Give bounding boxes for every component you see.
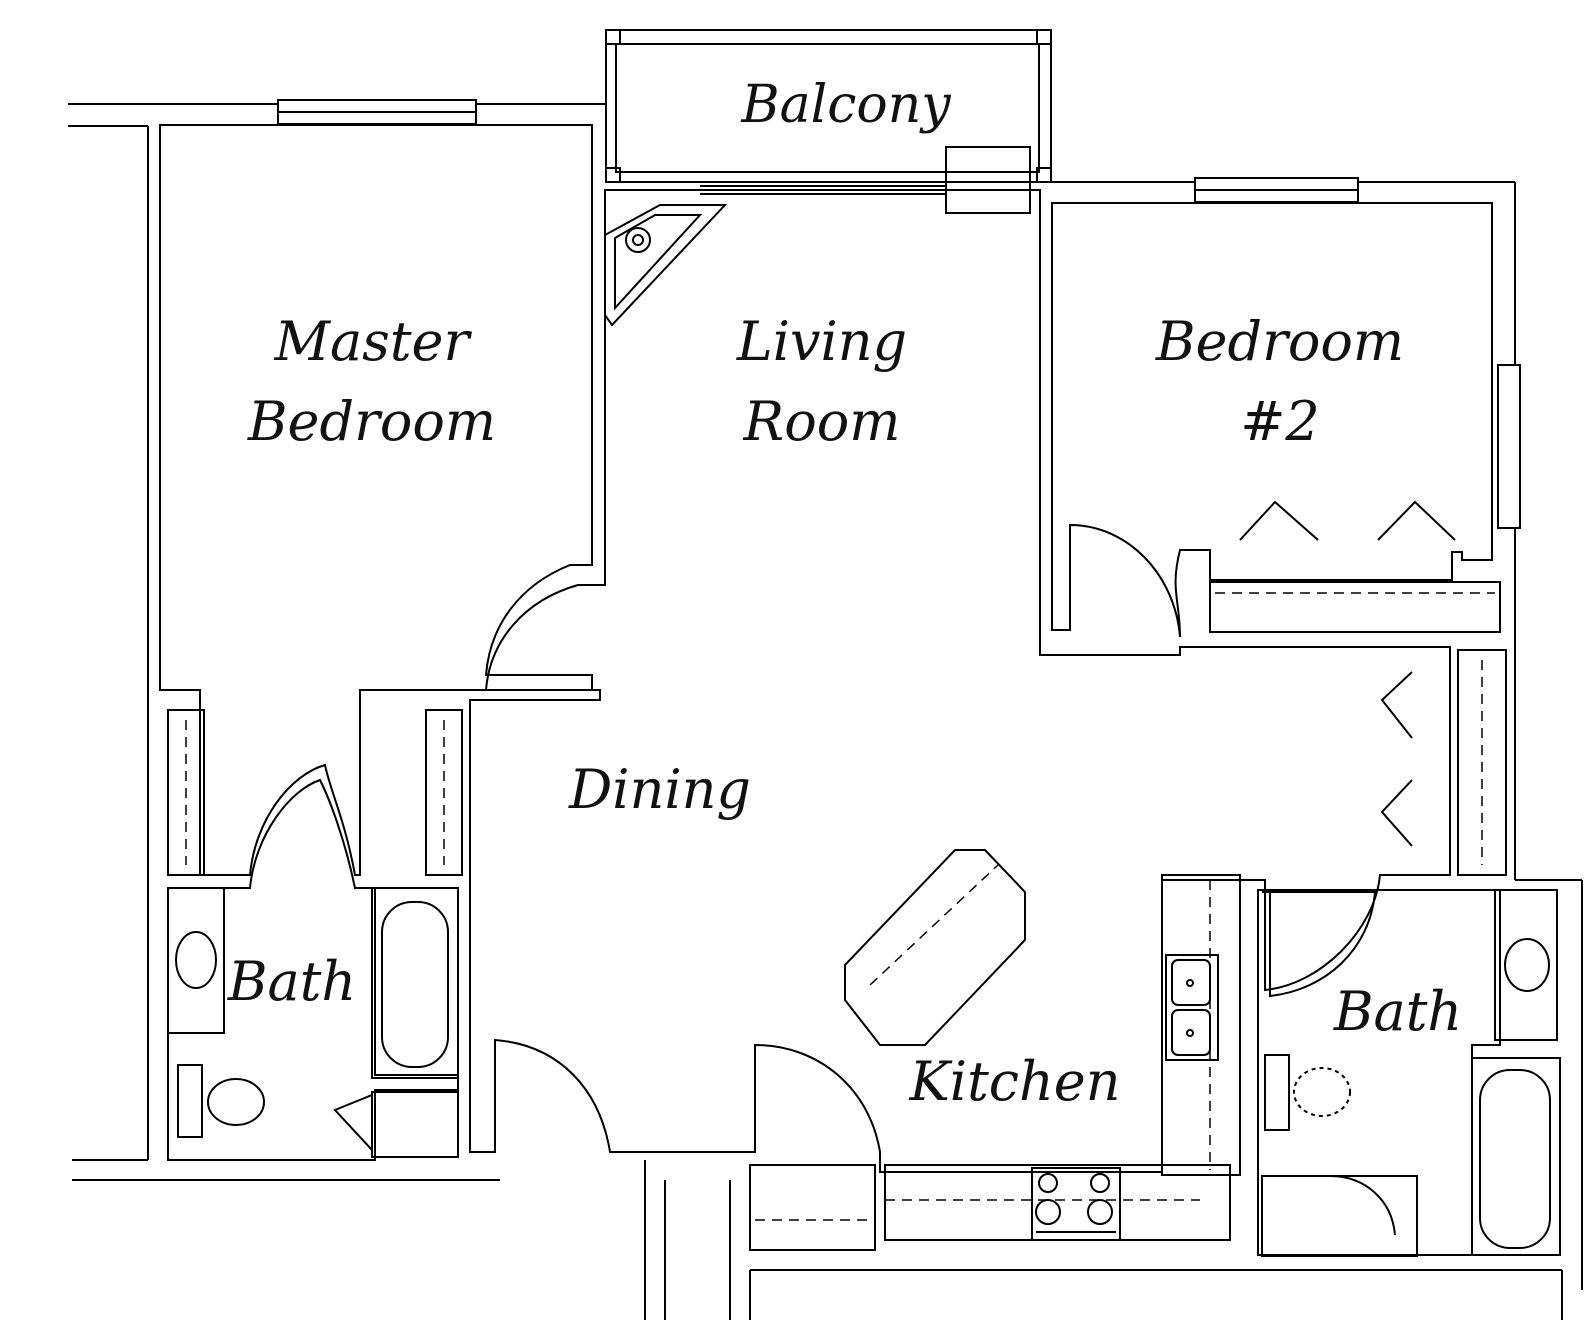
label-bath-left: Bath xyxy=(227,950,356,1013)
label-kitchen: Kitchen xyxy=(908,1050,1120,1113)
bedroom-2 xyxy=(1051,177,1521,638)
room-labels: Balcony Master Bedroom Living Room Bedro… xyxy=(227,75,1462,1113)
master-bedroom xyxy=(159,99,593,876)
balcony xyxy=(605,29,1052,214)
label-bath-right: Bath xyxy=(1333,980,1462,1043)
walls xyxy=(68,103,1583,1320)
label-living-1: Living xyxy=(736,310,907,373)
label-dining: Dining xyxy=(568,758,751,821)
label-master-2: Bedroom xyxy=(247,390,496,453)
bath-left xyxy=(167,778,459,1161)
label-living-2: Room xyxy=(743,390,901,453)
living-area xyxy=(469,185,1451,1241)
label-bedroom2-2: #2 xyxy=(1240,390,1320,453)
label-bedroom2-1: Bedroom xyxy=(1155,310,1404,373)
label-master-1: Master xyxy=(274,310,473,373)
label-balcony: Balcony xyxy=(740,75,951,135)
bath-right xyxy=(1257,889,1561,1257)
